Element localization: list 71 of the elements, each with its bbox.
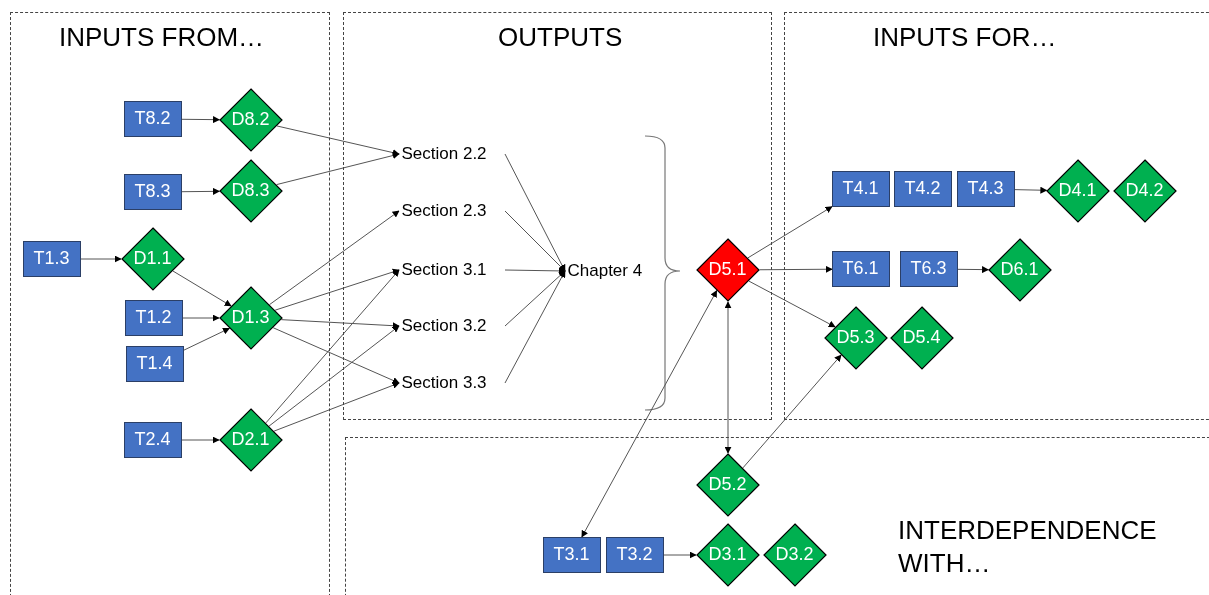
arrow: [957, 266, 990, 274]
arrow: [747, 206, 833, 259]
arrow: [181, 116, 220, 124]
arrow: [504, 270, 566, 384]
arrow: [724, 301, 732, 454]
arrow: [276, 125, 400, 156]
task-box: T6.3: [899, 250, 958, 287]
task-box: T1.3: [22, 240, 81, 277]
arrow: [663, 551, 697, 559]
panel-heading: INTERDEPENDENCE WITH…: [898, 514, 1158, 579]
arrow: [80, 255, 122, 263]
arrow: [504, 210, 566, 272]
arrow: [504, 267, 566, 275]
arrow: [273, 382, 400, 432]
deliverable-diamond: D6.1: [987, 237, 1052, 302]
task-box: T2.4: [123, 421, 182, 458]
deliverable-diamond: D3.1: [695, 522, 760, 587]
deliverable-diamond: D5.2: [695, 452, 760, 517]
section-label: Section 2.2: [401, 141, 502, 166]
dashed-panel: [343, 12, 772, 420]
arrow: [748, 280, 836, 328]
panel-heading: INPUTS FOR…: [873, 21, 1057, 54]
arrow: [272, 327, 400, 384]
section-label: Section 3.1: [401, 257, 502, 282]
section-label: Section 3.3: [401, 370, 502, 395]
arrow: [268, 325, 400, 427]
dashed-panel: [345, 437, 1209, 595]
arrow: [504, 270, 566, 327]
deliverable-diamond: D1.3: [218, 285, 283, 350]
arrow: [742, 354, 842, 469]
arrow: [1014, 186, 1048, 194]
task-box: T1.2: [124, 299, 183, 336]
panel-heading: OUTPUTS: [498, 21, 623, 54]
deliverable-diamond: D5.1: [695, 237, 760, 302]
deliverable-diamond: D1.1: [120, 226, 185, 291]
dashed-panel: [784, 12, 1209, 420]
deliverable-diamond: D8.3: [218, 158, 283, 223]
deliverable-diamond: D4.2: [1112, 158, 1177, 223]
arrow: [276, 152, 400, 186]
task-box: T8.2: [123, 100, 182, 137]
arrow: [183, 327, 230, 351]
arrow: [182, 314, 220, 322]
arrow: [759, 265, 833, 273]
task-box: T3.1: [542, 536, 601, 573]
task-box: T4.3: [956, 170, 1015, 207]
task-box: T8.3: [123, 173, 182, 210]
deliverable-diamond: D4.1: [1045, 158, 1110, 223]
deliverable-diamond: D8.2: [218, 87, 283, 152]
section-label: Section 2.3: [401, 198, 502, 223]
arrow: [265, 269, 400, 424]
deliverable-diamond: D5.4: [889, 305, 954, 370]
arrow: [181, 187, 220, 195]
deliverable-diamond: D5.3: [823, 305, 888, 370]
section-label: Section 3.2: [401, 313, 502, 338]
task-box: T1.4: [125, 345, 184, 382]
task-box: T4.2: [893, 170, 952, 207]
arrow: [280, 319, 400, 330]
arrow: [181, 436, 220, 444]
task-box: T4.1: [831, 170, 890, 207]
task-box: T6.1: [831, 250, 890, 287]
arrow: [274, 268, 400, 311]
deliverable-diamond: D3.2: [762, 522, 827, 587]
task-box: T3.2: [605, 536, 664, 573]
arrow: [504, 153, 566, 272]
arrow: [172, 270, 232, 307]
panel-heading: INPUTS FROM…: [59, 21, 265, 54]
section-label: Chapter 4: [567, 258, 654, 283]
dashed-panel: [10, 12, 330, 595]
arrow: [581, 290, 718, 538]
deliverable-diamond: D2.1: [218, 407, 283, 472]
arrow: [269, 210, 400, 306]
